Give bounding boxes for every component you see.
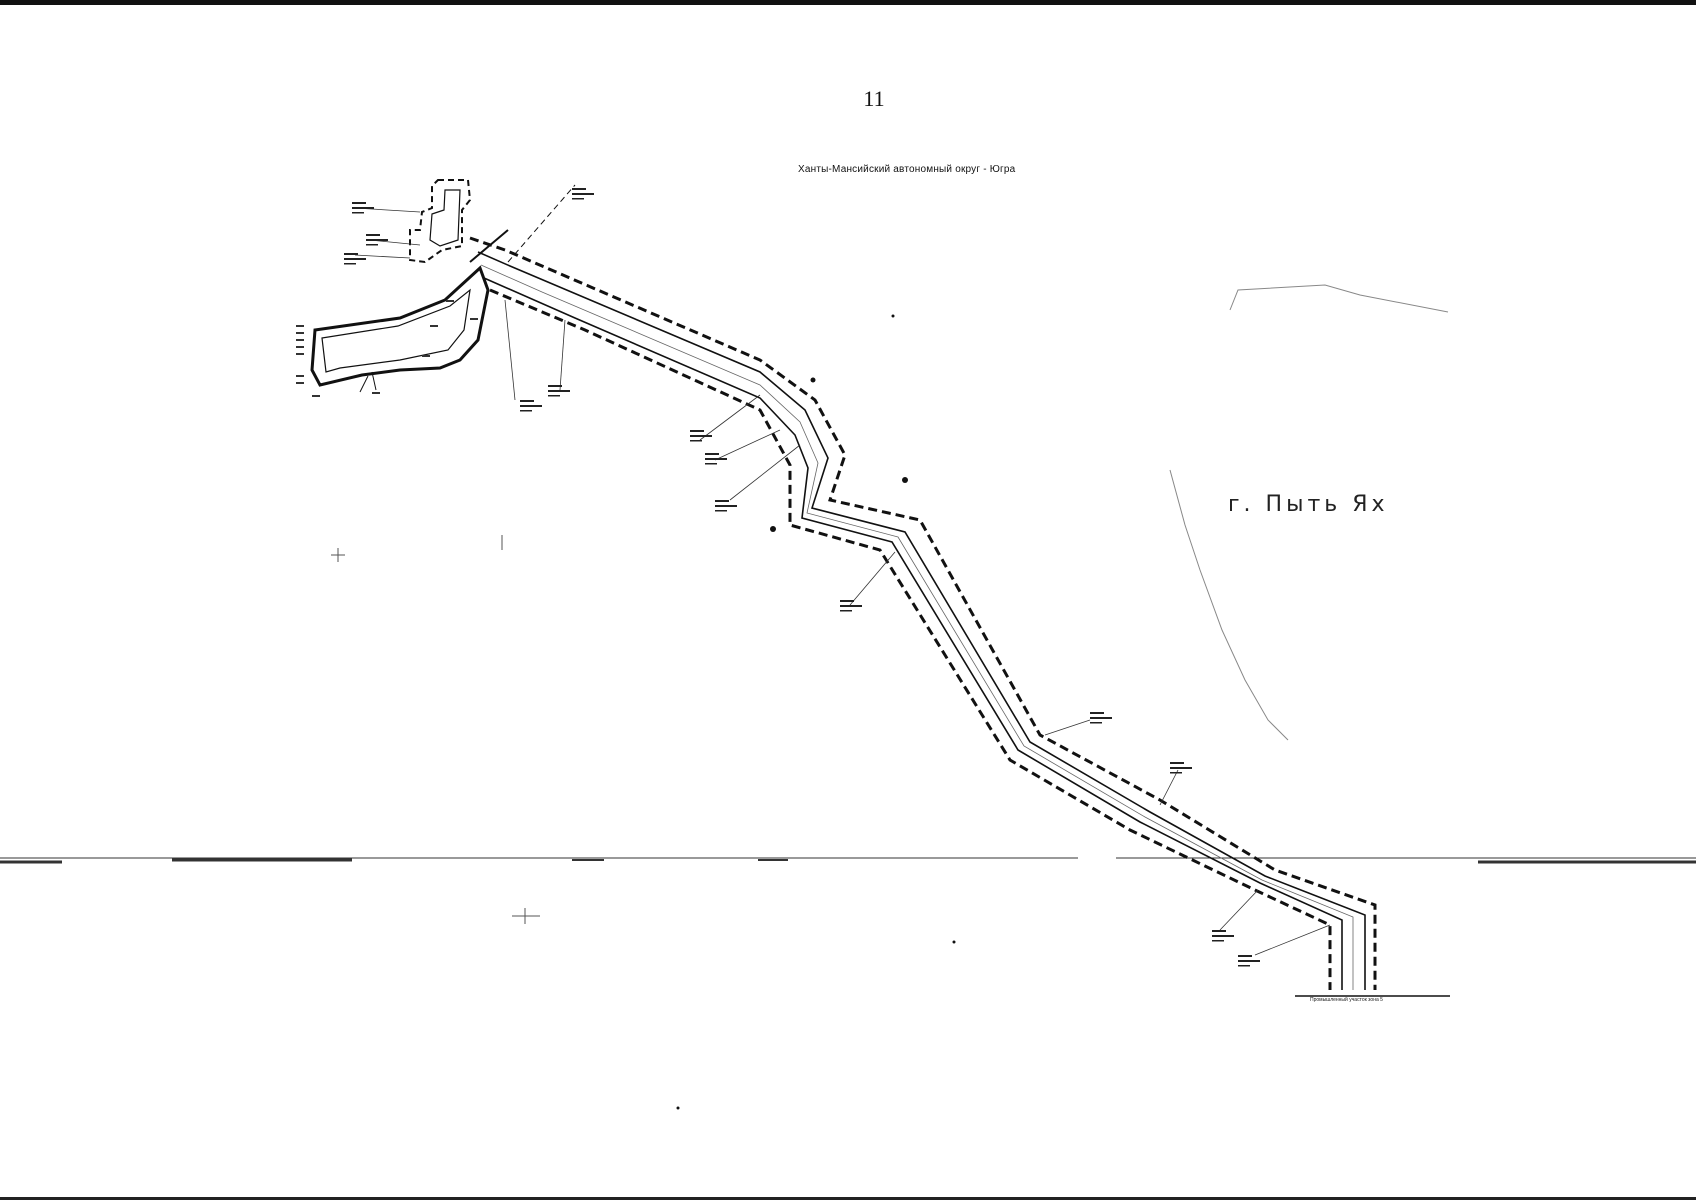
pipeline-corridor	[469, 236, 1377, 990]
scan-line-artifacts	[0, 857, 1696, 864]
vertex-marks	[296, 300, 478, 397]
corridor-boundary-upper	[469, 236, 1377, 990]
corridor-line-2	[483, 277, 1343, 990]
corridor-axis	[480, 264, 1354, 990]
corridor-boundary-lower	[489, 288, 1332, 990]
scan-top-edge	[0, 0, 1696, 5]
callout-leaders	[354, 207, 1331, 956]
survey-points	[676, 314, 956, 1110]
region-title: Ханты-Мансийский автономный округ - Югра	[798, 164, 1016, 175]
callout-labels	[344, 188, 1260, 967]
terminal-label: Промышленный участок зона 5	[1310, 997, 1383, 1003]
city-boundary	[1169, 284, 1449, 741]
page-number: 11	[863, 86, 885, 111]
corridor-line-1	[477, 251, 1366, 990]
upper-left-site	[310, 179, 576, 393]
scan-bottom-edge	[0, 1197, 1696, 1200]
city-label: г. Пыть Ях	[1228, 492, 1389, 517]
crosshair-marks	[331, 535, 540, 924]
